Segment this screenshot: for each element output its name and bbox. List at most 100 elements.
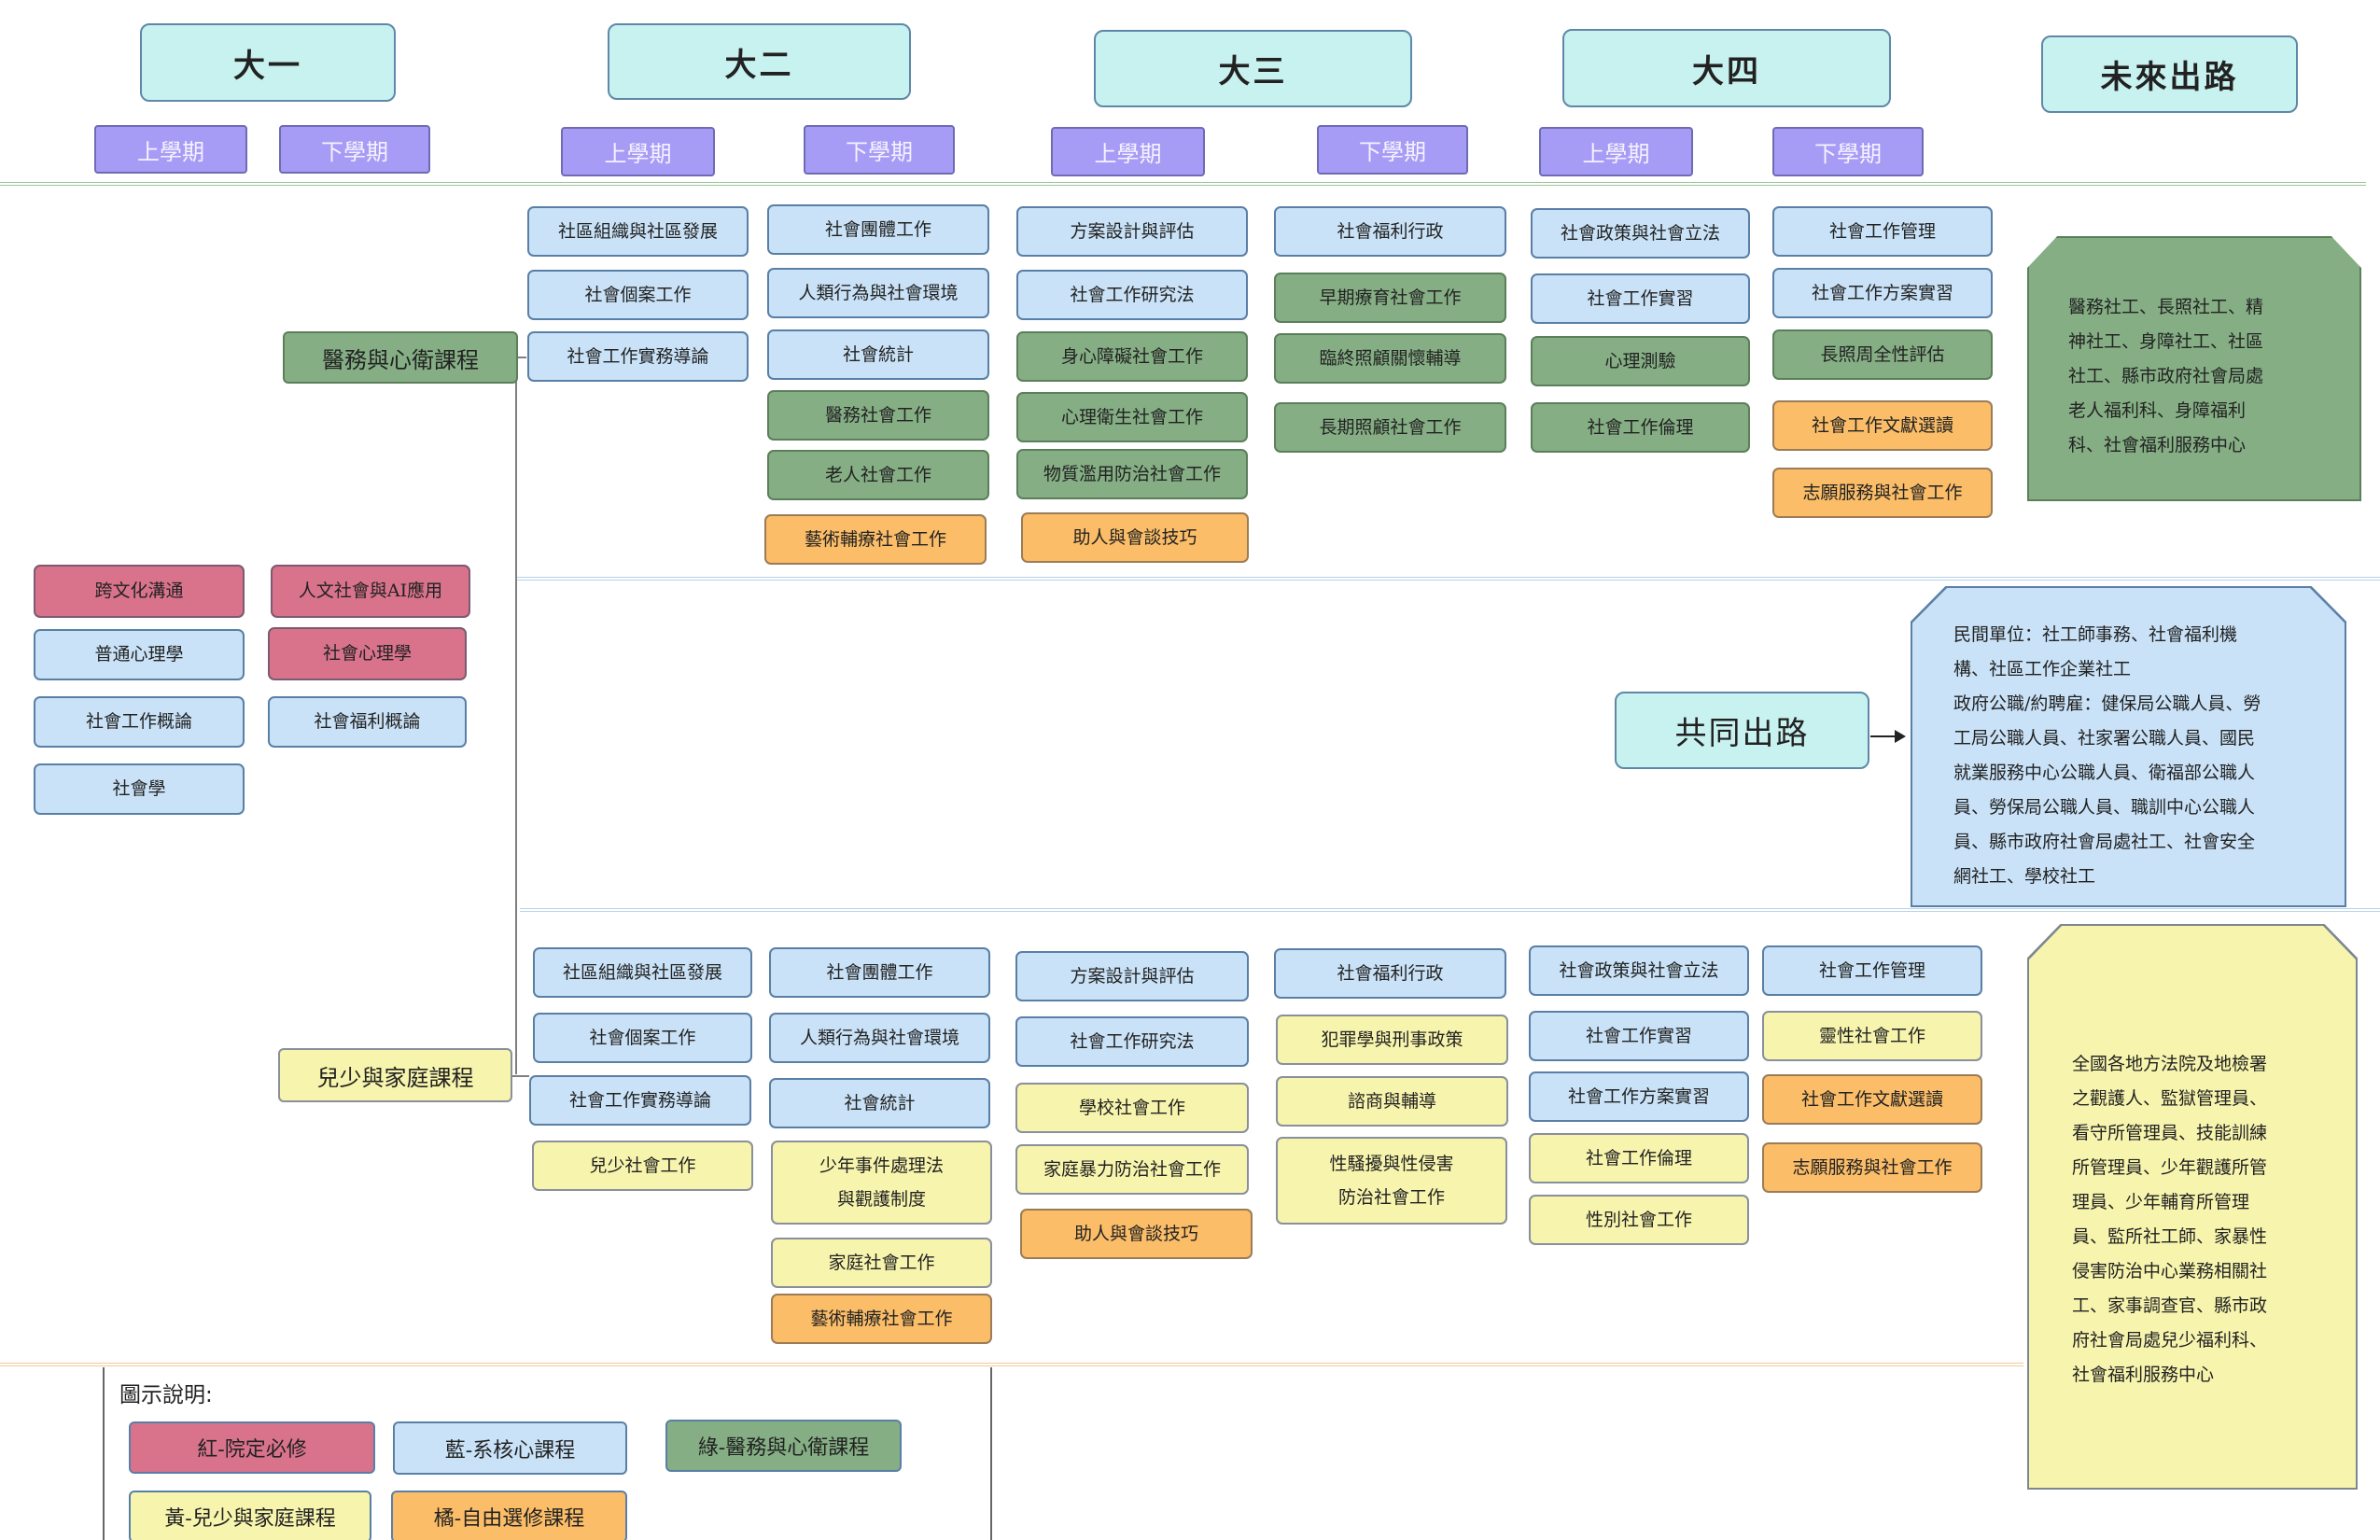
course-family-y4-upper: 社會工作實習	[1529, 1011, 1749, 1061]
future-careers-header: 未來出路	[2041, 35, 2298, 113]
career-line: 理員、少年輔育所管理	[2072, 1192, 2250, 1212]
semester-y1-lower: 下學期	[279, 125, 430, 174]
course-family-y3-lower-multiline: 性騷擾與性侵害 防治社會工作	[1276, 1137, 1507, 1225]
course-medical-y3-upper: 心理衛生社會工作	[1016, 392, 1248, 442]
course-family-y3-upper: 社會工作研究法	[1015, 1016, 1249, 1067]
legend-blue: 藍-系核心課程	[393, 1421, 627, 1475]
bottom-divider	[0, 1363, 2023, 1366]
course-medical-y2-lower: 社會統計	[767, 329, 989, 380]
year-3-header: 大三	[1094, 30, 1412, 107]
career-line: 構、社區工作企業社工	[1953, 659, 2132, 679]
career-line: 員、監所社工師、家暴性	[2072, 1226, 2268, 1247]
course-family-y3-lower: 諮商與輔導	[1276, 1076, 1508, 1127]
course-family-y3-lower: 犯罪學與刑事政策	[1276, 1015, 1508, 1065]
course-family-y2-upper: 兒少社會工作	[532, 1141, 753, 1191]
track-medical: 醫務與心衛課程	[283, 331, 518, 384]
course-medical-y3-upper: 社會工作研究法	[1016, 270, 1248, 320]
career-common-box: 民間單位：社工師事務、社會福利機 構、社區工作企業社工 政府公職/約聘雇：健保局…	[1912, 588, 2345, 905]
course-y1-lower: 社會心理學	[268, 627, 467, 680]
semester-y1-upper: 上學期	[94, 125, 247, 174]
course-y1-upper: 跨文化溝通	[34, 565, 245, 618]
career-line: 政府公職/約聘雇：健保局公職人員、勞	[1953, 693, 2261, 714]
course-medical-y4-lower: 志願服務與社會工作	[1772, 468, 1993, 518]
career-line: 工局公職人員、社家署公職人員、國民	[1953, 728, 2256, 749]
career-line: 工、家事調查官、縣市政	[2072, 1295, 2268, 1316]
course-family-y2-lower: 藝術輔療社會工作	[771, 1294, 992, 1344]
course-family-y3-upper: 助人與會談技巧	[1020, 1209, 1253, 1259]
arrow-right-icon	[1895, 730, 1906, 743]
course-medical-y4-lower: 社會工作文獻選讀	[1772, 400, 1993, 451]
course-family-y2-upper: 社會工作實務導論	[529, 1075, 751, 1126]
track-family: 兒少與家庭課程	[278, 1048, 512, 1102]
career-line: 員、縣市政府社會局處社工、社會安全	[1953, 832, 2256, 852]
course-medical-y4-upper: 心理測驗	[1531, 336, 1750, 386]
common-path-label: 共同出路	[1615, 692, 1869, 769]
career-line: 就業服務中心公職人員、衛福部公職人	[1953, 763, 2256, 783]
course-family-y4-lower: 社會工作文獻選讀	[1762, 1074, 1982, 1125]
course-y1-upper: 社會工作概論	[34, 696, 245, 748]
career-line: 侵害防治中心業務相關社	[2072, 1261, 2268, 1281]
course-family-y2-lower: 社會統計	[769, 1078, 990, 1128]
course-family-y3-upper: 學校社會工作	[1015, 1083, 1249, 1133]
course-medical-y3-upper: 身心障礙社會工作	[1016, 331, 1248, 382]
course-line: 少年事件處理法	[819, 1155, 944, 1176]
course-family-y4-upper: 社會政策與社會立法	[1529, 945, 1749, 996]
course-y1-lower: 社會福利概論	[268, 696, 467, 748]
course-medical-y3-upper: 助人與會談技巧	[1021, 512, 1249, 563]
course-family-y4-upper: 社會工作倫理	[1529, 1133, 1749, 1183]
course-family-y3-upper: 方案設計與評估	[1015, 951, 1249, 1001]
common-path-arrow-line	[1870, 735, 1898, 737]
legend-title: 圖示說明:	[119, 1383, 213, 1407]
career-line: 科、社會福利服務中心	[2068, 435, 2247, 455]
course-medical-y4-upper: 社會工作實習	[1531, 273, 1750, 324]
career-line: 網社工、學校社工	[1953, 866, 2096, 887]
year-4-header: 大四	[1562, 29, 1891, 107]
semester-y2-lower: 下學期	[804, 125, 955, 175]
course-family-y2-upper: 社區組織與社區發展	[533, 947, 752, 998]
course-medical-y2-lower: 人類行為與社會環境	[767, 268, 989, 318]
course-line: 與觀護制度	[836, 1189, 926, 1210]
section-divider-upper	[516, 577, 2380, 581]
course-medical-y4-upper: 社會政策與社會立法	[1531, 208, 1750, 259]
year-2-header: 大二	[608, 23, 911, 100]
course-medical-y2-lower: 老人社會工作	[767, 450, 989, 500]
course-medical-y2-lower: 社會團體工作	[767, 204, 989, 255]
legend-frame-right	[990, 1367, 992, 1540]
course-family-y4-upper: 性別社會工作	[1529, 1195, 1749, 1245]
course-medical-y2-lower: 藝術輔療社會工作	[764, 514, 987, 565]
career-line: 老人福利科、身障福利	[2068, 400, 2247, 421]
course-medical-y2-upper: 社會工作實務導論	[527, 331, 749, 382]
career-medical-box: 醫務社工、長照社工、精 神社工、身障社工、社區 社工、縣市政府社會局處 老人福利…	[2027, 236, 2361, 501]
track-connector-vertical	[515, 357, 517, 1074]
course-family-y2-lower: 社會團體工作	[769, 947, 990, 998]
career-line: 社工、縣市政府社會局處	[2068, 366, 2264, 386]
course-medical-y3-upper: 物質濫用防治社會工作	[1016, 449, 1248, 499]
course-family-y4-lower: 志願服務與社會工作	[1762, 1142, 1982, 1193]
course-medical-y4-lower: 社會工作方案實習	[1772, 268, 1993, 318]
course-medical-y3-lower: 長期照顧社會工作	[1274, 402, 1506, 453]
career-family-box: 全國各地方法院及地檢署 之觀護人、監獄管理員、 看守所管理員、技能訓練 所管理員…	[2029, 926, 2356, 1488]
course-line: 性騷擾與性侵害	[1329, 1154, 1454, 1174]
course-line: 防治社會工作	[1337, 1187, 1445, 1208]
course-y1-upper: 普通心理學	[34, 629, 245, 680]
header-divider	[0, 182, 2366, 186]
course-family-y3-upper: 家庭暴力防治社會工作	[1015, 1144, 1249, 1195]
course-medical-y3-upper: 方案設計與評估	[1016, 206, 1248, 257]
course-medical-y2-upper: 社會個案工作	[527, 270, 749, 320]
course-y1-upper: 社會學	[34, 763, 245, 815]
course-medical-y3-lower: 早期療育社會工作	[1274, 273, 1506, 323]
legend-frame-left	[103, 1367, 105, 1540]
section-divider-lower	[520, 908, 2380, 912]
career-line: 全國各地方法院及地檢署	[2072, 1054, 2268, 1074]
course-family-y3-lower: 社會福利行政	[1274, 948, 1506, 999]
course-family-y4-lower: 社會工作管理	[1762, 945, 1982, 996]
career-line: 社會福利服務中心	[2072, 1365, 2215, 1385]
family-connector	[511, 1075, 529, 1077]
course-family-y2-lower: 人類行為與社會環境	[769, 1013, 990, 1063]
career-line: 看守所管理員、技能訓練	[2072, 1123, 2268, 1143]
career-line: 醫務社工、長照社工、精	[2068, 297, 2264, 317]
career-line: 府社會局處兒少福利科、	[2072, 1330, 2268, 1351]
course-family-y2-lower-multiline: 少年事件處理法 與觀護制度	[771, 1141, 992, 1225]
legend-orange: 橘-自由選修課程	[391, 1491, 627, 1540]
